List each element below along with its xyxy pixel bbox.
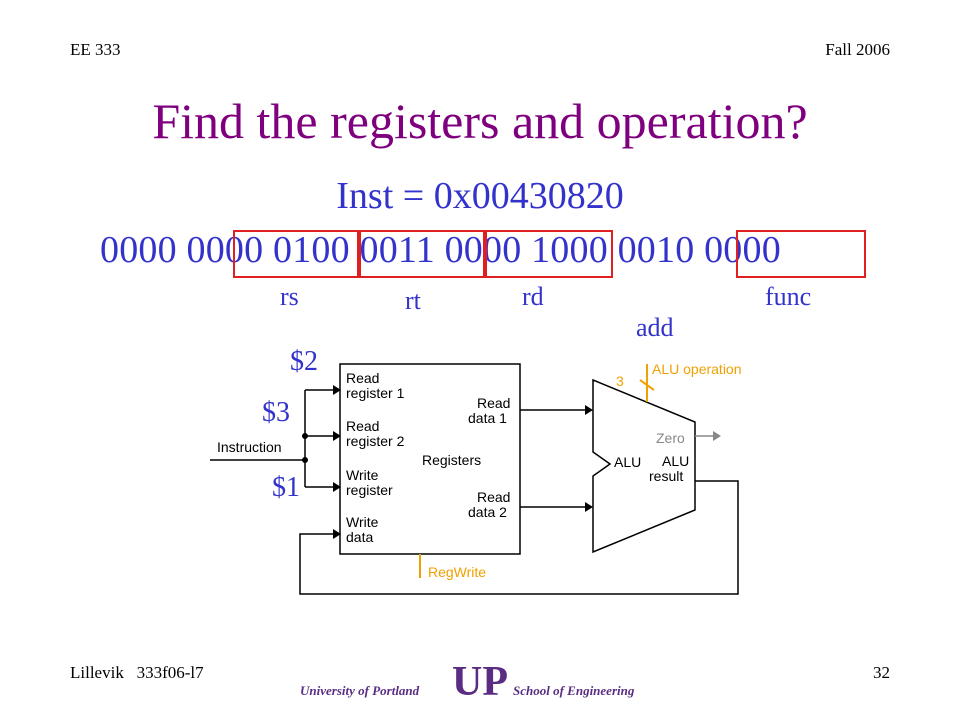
rt-field-box	[357, 230, 487, 278]
read-register-1-line2: register 1	[346, 385, 405, 401]
rs-field-box	[233, 230, 361, 278]
alu-label: ALU	[614, 454, 641, 470]
rd-field-box	[483, 230, 613, 278]
func-field-box	[736, 230, 866, 278]
alu-operation-label: ALU operation	[652, 361, 742, 377]
rt-label: rt	[405, 286, 421, 315]
read-register-2-line1: Read	[346, 418, 379, 434]
read-data-1-line2: data 1	[468, 410, 507, 426]
datapath-diagram: Read register 1 Read register 2 Register…	[210, 361, 742, 595]
register-1-label: $1	[272, 472, 300, 503]
regwrite-label: RegWrite	[428, 564, 486, 580]
arrow-icon	[333, 385, 341, 395]
alu-result-line1: ALU	[662, 453, 689, 469]
instruction-input-label: Instruction	[217, 439, 282, 455]
arrow-icon	[333, 529, 341, 539]
arrow-icon	[713, 431, 721, 441]
arrow-icon	[585, 502, 593, 512]
instruction-hex: Inst = 0x00430820	[336, 175, 624, 217]
university-name: University of Portland	[300, 683, 420, 698]
zero-label: Zero	[656, 430, 685, 446]
slide-title: Find the registers and operation?	[152, 93, 808, 149]
alu-operation-width: 3	[616, 373, 624, 389]
write-data-line1: Write	[346, 514, 379, 530]
writeback-path	[299, 480, 739, 595]
arrow-icon	[333, 431, 341, 441]
footer-left: Lillevik 333f06-l7	[70, 663, 204, 683]
rd-label: rd	[522, 282, 544, 311]
register-2-label: $2	[290, 346, 318, 377]
write-data-line2: data	[346, 529, 373, 545]
arrow-icon	[585, 405, 593, 415]
alu-result-line2: result	[649, 468, 683, 484]
func-label: func	[765, 282, 812, 311]
read-register-2-line2: register 2	[346, 433, 405, 449]
svg-text:UP: UP	[452, 659, 508, 703]
read-data-2-line2: data 2	[468, 504, 507, 520]
junction-dot	[302, 457, 308, 463]
rs-label: rs	[280, 282, 299, 311]
arrow-icon	[333, 482, 341, 492]
write-register-line1: Write	[346, 467, 379, 483]
register-file-box	[339, 363, 521, 555]
registers-label: Registers	[422, 452, 481, 468]
author-label: Lillevik	[70, 663, 124, 682]
read-register-1-line1: Read	[346, 370, 379, 386]
term-label: Fall 2006	[825, 40, 890, 59]
operation-label: add	[636, 313, 674, 342]
file-label: 333f06-l7	[136, 663, 204, 682]
up-logo: UP	[452, 659, 508, 703]
page-number: 32	[873, 663, 890, 682]
course-label: EE 333	[70, 40, 121, 59]
school-name: School of Engineering	[513, 683, 635, 698]
read-data-1-line1: Read	[477, 395, 510, 411]
write-register-line2: register	[346, 482, 393, 498]
instruction-binary: 0000 0000 0100 0011 0000 1000 0010 0000	[100, 229, 781, 271]
register-3-label: $3	[262, 397, 290, 428]
read-data-2-line1: Read	[477, 489, 510, 505]
